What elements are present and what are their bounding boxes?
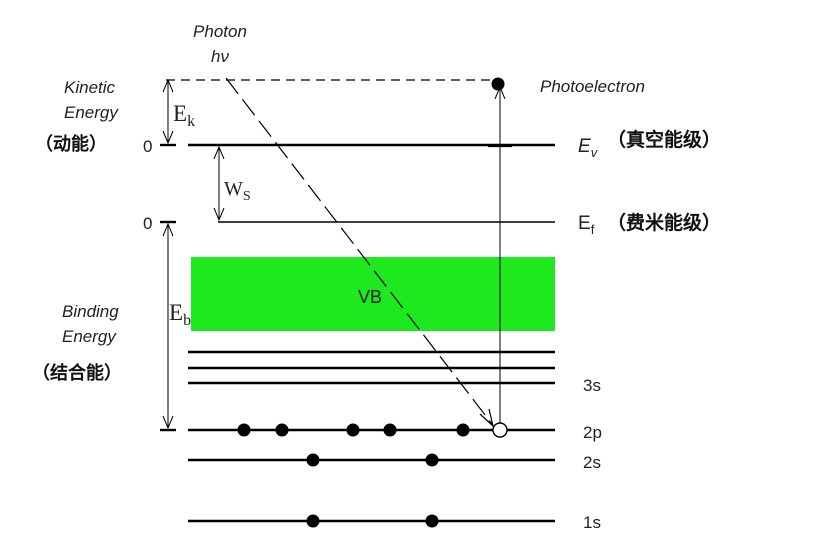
level-2s-label: 2s [583, 453, 601, 472]
eb-arrowhead-top [162, 222, 174, 237]
electron-2p [456, 423, 470, 437]
binding-energy-label: Energy [62, 327, 117, 346]
ws-symbol: WS [224, 178, 251, 204]
fermi-level-symbol: Ef [578, 213, 595, 237]
level-1s-label: 1s [583, 513, 601, 532]
level-3s-label: 3s [583, 376, 601, 395]
electron-2s [306, 453, 320, 467]
photon-arrowhead [479, 408, 495, 428]
kinetic-energy-label: Energy [64, 103, 119, 122]
photoelectron-dot [491, 77, 505, 91]
vacuum-zero-label: 0 [143, 137, 152, 156]
binding-cn-label: （结合能） [32, 362, 122, 384]
binding-label: Binding [62, 302, 119, 321]
kinetic-label: Kinetic [64, 78, 116, 97]
electron-1s [306, 514, 320, 528]
level-2p-label: 2p [583, 423, 602, 442]
vacuum-level-symbol: Ev [578, 136, 599, 160]
valence-band [191, 257, 555, 331]
electron-2p [346, 423, 360, 437]
fermi-level-cn: （费米能级） [607, 211, 721, 234]
electron-2s [425, 453, 439, 467]
ws-arrowhead-top [213, 145, 225, 160]
electron-hole-2p [492, 422, 508, 438]
ws-arrowhead-bottom [213, 207, 225, 222]
ek-symbol: Ek [173, 101, 195, 130]
eb-symbol: Eb [169, 300, 191, 329]
photon-path [225, 77, 493, 425]
eb-arrowhead-bottom [162, 415, 174, 430]
photoelectron-label: Photoelectron [540, 77, 645, 96]
electron-2p [237, 423, 251, 437]
vacuum-level-cn: （真空能级） [607, 128, 721, 151]
photon-label: Photon [193, 22, 247, 41]
valence-band-label: VB [358, 287, 382, 307]
ek-arrowhead-bottom [162, 130, 174, 145]
fermi-zero-label: 0 [143, 214, 152, 233]
kinetic-cn-label: （动能） [35, 133, 107, 155]
electron-1s [425, 514, 439, 528]
electron-2p [383, 423, 397, 437]
electron-2p [275, 423, 289, 437]
photon-energy-label: hν [211, 47, 229, 66]
